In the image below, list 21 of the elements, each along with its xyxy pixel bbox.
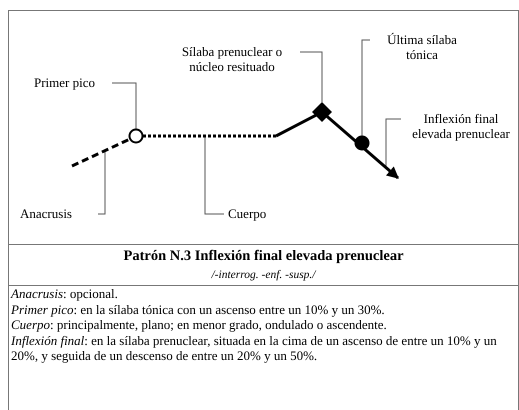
filled-circle-marker: [354, 136, 370, 150]
title: Patrón N.3 Inflexión final elevada prenuclear: [123, 248, 404, 265]
hollow-circle-marker: [128, 128, 144, 144]
subtitle: /-interrog. -enf. -susp./: [211, 268, 316, 282]
part-label: Anacrusis: [20, 206, 94, 221]
leader-line: [300, 52, 322, 102]
description-text: Cuerpo: principalmente, plano; en menor grado, ondulado o ascendente.: [11, 317, 388, 332]
leader-line: [112, 82, 136, 130]
leader-line: [98, 152, 106, 214]
leader-line: [386, 118, 402, 168]
description-text: Anacrusis: opcional.: [11, 286, 119, 302]
part-label: Última sílaba tónica: [374, 32, 470, 62]
part-label: Inflexión final elevada prenuclear: [405, 111, 517, 141]
description-text: Inflexión final: en la sílaba prenuclear, situada en la cima de un ascenso de entre un 10% y un 20%, y seguida de un descenso de entre un 20% y un 50%.: [11, 332, 498, 364]
part-label: Cuerpo: [228, 206, 278, 221]
diamond-marker: [312, 102, 332, 122]
leader-line: [204, 137, 224, 214]
part-label: Sílaba prenuclear o núcleo resituado: [168, 44, 296, 74]
leader-line: [362, 40, 370, 137]
description-text: Primer pico: en la sílaba tónica con un ascenso entre un 10% y un 30%.: [11, 302, 386, 317]
part-label: Primer pico: [34, 75, 108, 90]
